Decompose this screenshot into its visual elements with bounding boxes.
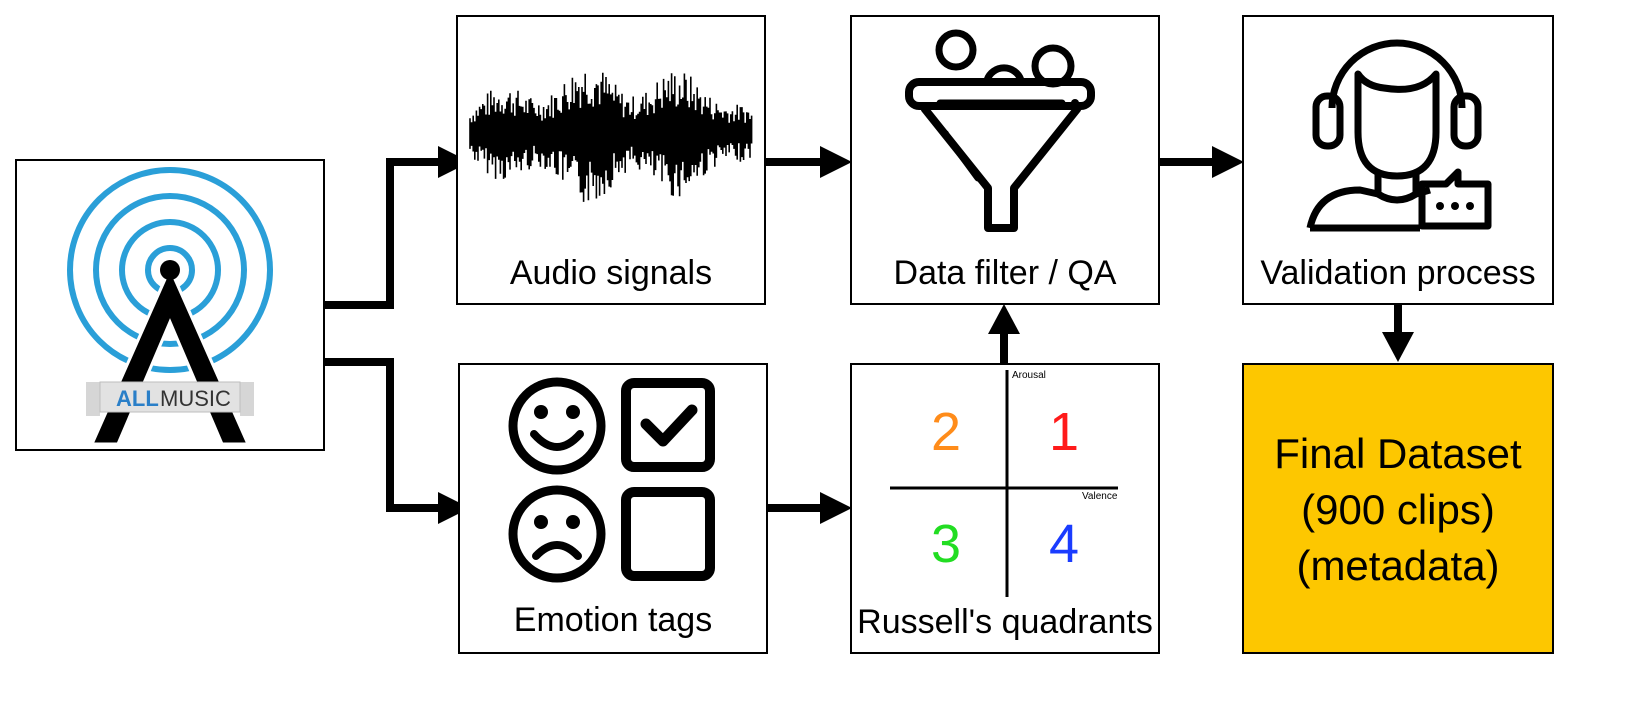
arrowhead-filter-bottom [988,304,1020,334]
arrowhead-final [1382,332,1414,362]
data-filter-label: Data filter / QA [894,254,1117,292]
final-dataset-box: Final Dataset (900 clips) (metadata) [1242,363,1554,654]
source-logo-box: ALL MUSIC [15,159,325,451]
empty-box-icon [621,487,715,581]
logo-text-all: ALL [116,386,159,411]
final-dataset-metadata: (metadata) [1296,542,1499,589]
audio-waveform-icon [469,72,753,202]
audio-signals-label: Audio signals [510,254,712,292]
emotion-frame [458,363,768,654]
quadrant-2-label: 2 [931,402,961,462]
connectors [325,146,1414,524]
valence-axis-label: Valence [1082,491,1118,502]
allmusic-logo: ALL MUSIC [67,167,273,446]
emotion-tags-label: Emotion tags [514,601,712,639]
quadrant-3-label: 3 [931,514,961,574]
quadrant-4-label: 4 [1049,514,1079,574]
quadrant-1-label: 1 [1049,402,1079,462]
arrowhead-emotion [438,492,470,524]
arousal-axis-label: Arousal [1012,370,1046,381]
funnel-icon [905,29,1095,232]
broadcast-waves [67,167,273,373]
headset-person-icon [1306,39,1492,232]
validation-frame [1242,15,1554,305]
final-dataset-count: (900 clips) [1301,486,1495,533]
audio-signals-box: Audio signals [456,15,766,305]
russell-quadrants-box: Arousal Valence 1 2 3 4 Russell's quadra… [850,363,1160,654]
arrow-logo-to-audio [325,158,440,309]
emotion-tags-box: Emotion tags [458,363,768,654]
chat-dots-icon [1436,202,1474,210]
validation-process-box: Validation process [1242,15,1554,305]
validation-process-label: Validation process [1260,254,1535,292]
logo-text-music: MUSIC [160,386,231,411]
happy-face-icon [508,377,606,475]
filter-frame [850,15,1160,305]
final-dataset-title: Final Dataset [1274,430,1522,477]
sad-face-icon [508,485,606,583]
antenna-tip-icon [160,260,180,280]
logo-banner [99,381,241,413]
final-frame [1242,363,1554,654]
arrowhead-audio [438,146,470,178]
russell-frame [850,363,1160,654]
data-filter-box: Data filter / QA [850,15,1160,305]
arrow-logo-to-emotion [325,358,440,512]
russell-quadrants-label: Russell's quadrants [857,603,1153,641]
arrowhead-validation [1212,146,1244,178]
checked-box-icon [621,378,715,472]
arrowhead-filter-left [820,146,852,178]
waveform-trace [469,72,753,202]
arrowhead-russell [820,492,852,524]
